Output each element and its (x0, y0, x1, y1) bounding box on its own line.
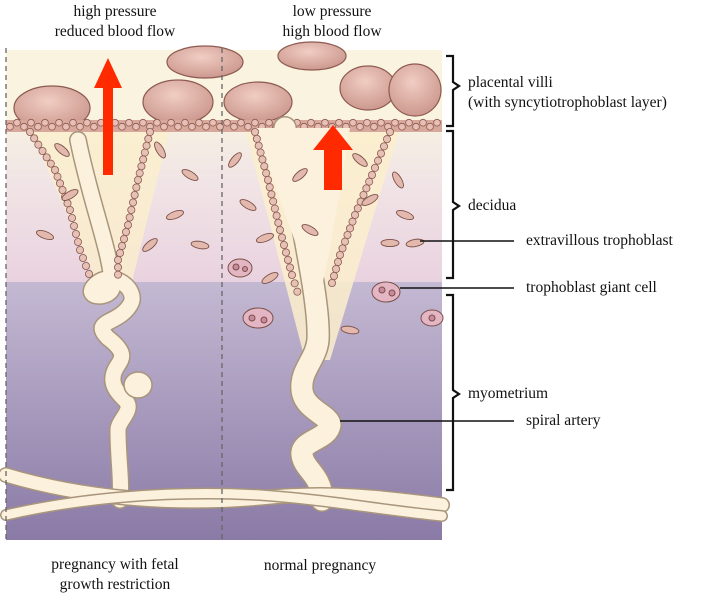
label-right-top-2: high blood flow (282, 23, 382, 40)
label-extravillous-trophoblast: extravillous trophoblast (526, 232, 673, 249)
dashed-dividers (5, 48, 223, 540)
label-myometrium: myometrium (468, 385, 549, 402)
arrow-low-pressure (313, 125, 353, 190)
artery-wall-cells (25, 127, 394, 296)
bracket-decidua (446, 129, 461, 280)
bracket-myometrium (446, 293, 461, 492)
label-left-top-2: reduced blood flow (54, 23, 176, 40)
label-normal-pregnancy: normal pregnancy (263, 557, 377, 574)
label-left-top-1: high pressure (73, 3, 157, 20)
placental-villi (13, 41, 442, 131)
label-spiral-artery: spiral artery (526, 412, 601, 429)
label-fgr-2: growth restriction (59, 576, 171, 593)
label-right-top-1: low pressure (292, 3, 372, 20)
arrow-high-pressure (94, 58, 122, 175)
trophoblast-giant-cells (227, 258, 444, 329)
brackets (446, 54, 461, 492)
basal-vessels (0, 467, 450, 522)
extravillous-trophoblast-cells (36, 141, 425, 335)
pointer-lines (340, 240, 514, 422)
label-trophoblast-giant-cell: trophoblast giant cell (526, 279, 657, 296)
bracket-placental-villi (446, 54, 461, 128)
label-fgr-1: pregnancy with fetal (51, 556, 179, 573)
label-syncytiotrophoblast: (with syncytiotrophoblast layer) (468, 94, 667, 111)
label-decidua: decidua (468, 197, 517, 214)
spiral-artery-left (69, 131, 153, 509)
label-placental-villi: placental villi (468, 74, 553, 91)
